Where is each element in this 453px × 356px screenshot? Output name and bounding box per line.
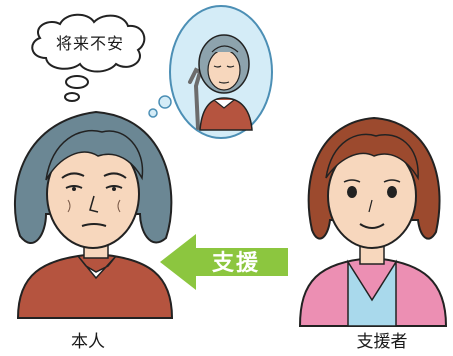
caption-self: 本人	[71, 332, 105, 352]
thought-bubble	[31, 13, 146, 102]
support-arrow	[160, 234, 288, 290]
dream-bubble	[148, 5, 273, 139]
thought-text: 将来不安	[55, 34, 124, 53]
supporter-person	[298, 116, 448, 327]
arrow-label: 支援	[211, 251, 260, 276]
caption-supporter: 支援者	[356, 332, 408, 352]
elderly-person	[13, 110, 174, 319]
